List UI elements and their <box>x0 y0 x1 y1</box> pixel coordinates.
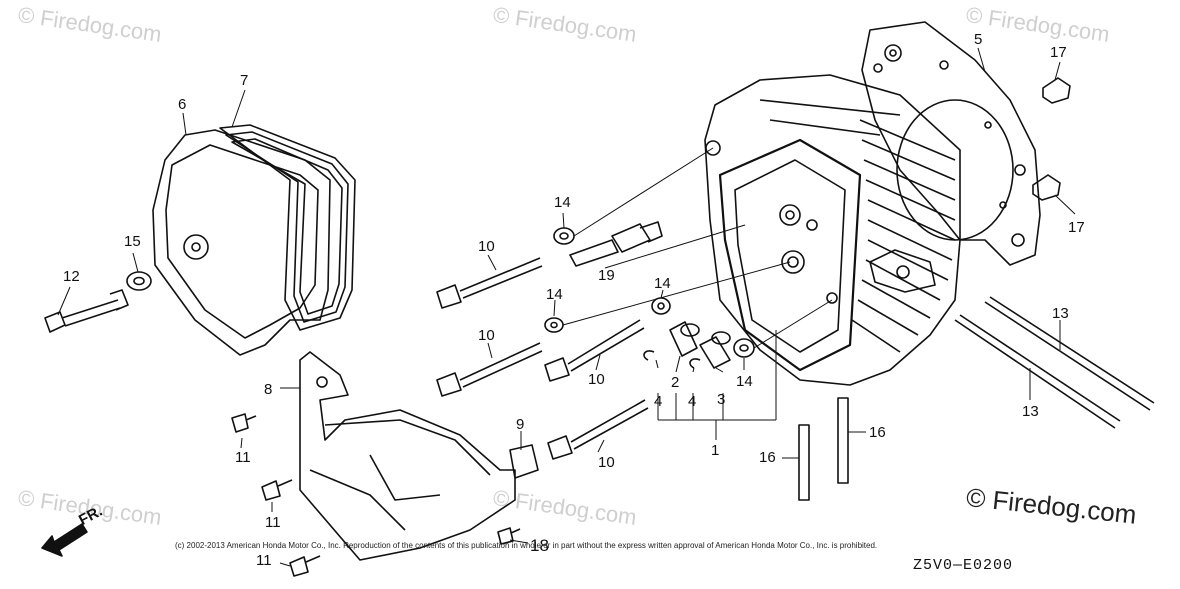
callout-13: 13 <box>1052 305 1069 322</box>
callout-10: 10 <box>478 238 495 255</box>
callout-9: 9 <box>516 416 525 433</box>
spark-plug-drawing <box>569 221 663 267</box>
callout-14: 14 <box>546 286 563 303</box>
bracket-drawing <box>299 351 516 561</box>
callout-18: 18 <box>530 536 549 555</box>
valve-guide-drawing <box>643 321 731 369</box>
callout-13: 13 <box>1022 403 1039 420</box>
callout-10: 10 <box>588 371 605 388</box>
callout-16: 16 <box>759 449 776 466</box>
callout-4: 4 <box>688 393 697 410</box>
callout-5: 5 <box>974 31 983 48</box>
callout-1: 1 <box>711 442 720 459</box>
callout-7: 7 <box>240 72 249 89</box>
cover-bolt-drawing <box>44 271 152 333</box>
callout-11: 11 <box>256 552 272 569</box>
stud-bolt-drawing <box>954 296 1155 429</box>
copyright-notice: (c) 2002-2013 American Honda Motor Co., … <box>175 541 878 550</box>
washer-drawing <box>544 227 755 358</box>
callout-6: 6 <box>178 96 187 113</box>
head-gasket-drawing <box>861 21 1041 266</box>
short-stud-drawing <box>798 397 849 501</box>
head-bolt-drawing <box>436 257 649 460</box>
callout-17: 17 <box>1050 44 1067 61</box>
callout-15: 15 <box>124 233 141 250</box>
diagram-code: Z5V0—E0200 <box>913 557 1014 574</box>
callout-14: 14 <box>654 275 671 292</box>
small-bolt-drawing <box>231 413 521 577</box>
callout-10: 10 <box>598 454 615 471</box>
cylinder-head-drawing <box>704 74 961 386</box>
leader-lines <box>57 47 1076 567</box>
callout-10: 10 <box>478 327 495 344</box>
callout-14: 14 <box>554 194 571 211</box>
front-direction-arrow <box>41 523 88 557</box>
callout-16: 16 <box>869 424 886 441</box>
callout-11: 11 <box>235 449 251 466</box>
head-cover-drawing <box>152 129 331 356</box>
callout-19: 19 <box>598 267 615 284</box>
callout-2: 2 <box>671 374 680 391</box>
dowel-pin-drawing <box>1032 77 1071 201</box>
cover-gasket-drawing <box>219 124 356 331</box>
callout-3: 3 <box>717 391 726 408</box>
callout-14: 14 <box>736 373 753 390</box>
callout-12: 12 <box>63 268 80 285</box>
callout-17: 17 <box>1068 219 1085 236</box>
callout-11: 11 <box>265 514 281 531</box>
clamp-drawing <box>509 444 539 479</box>
callout-4: 4 <box>654 393 663 410</box>
callout-8: 8 <box>264 381 273 398</box>
